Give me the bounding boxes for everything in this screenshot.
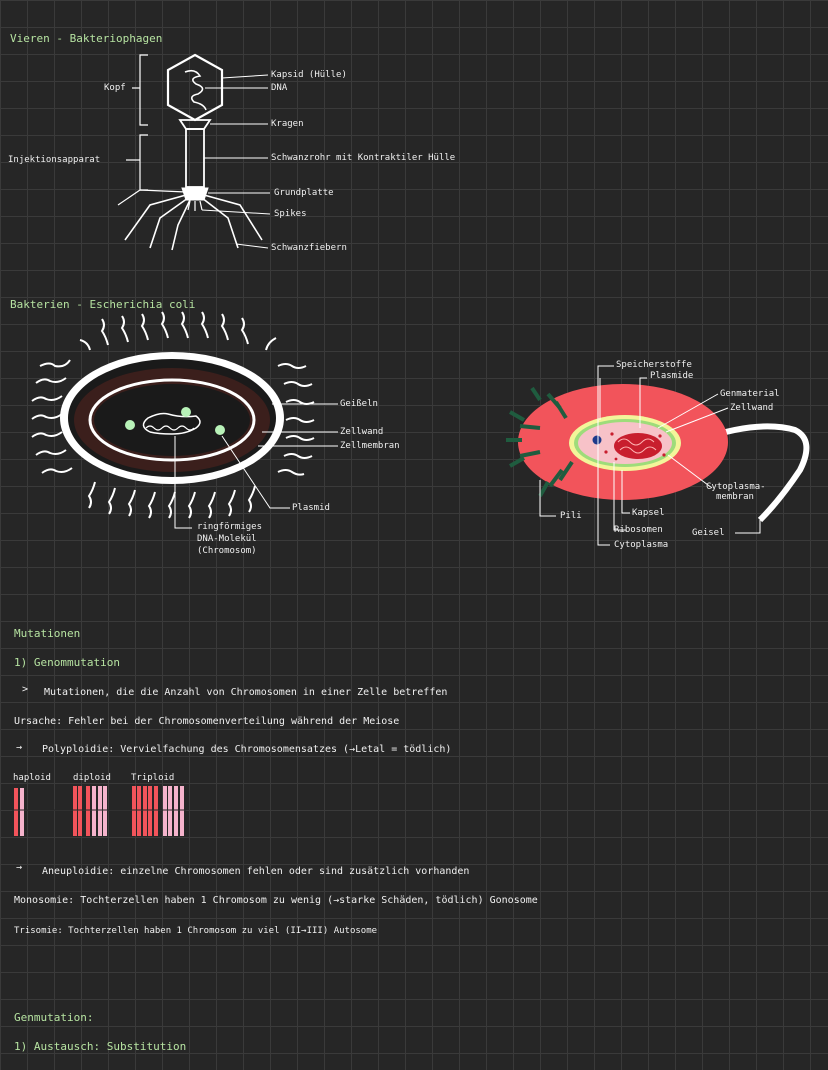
chromosome-bar (14, 788, 18, 836)
subheading-genommutation: 1) Genommutation (14, 656, 120, 669)
label-chromosom-1: ringförmiges (197, 522, 263, 532)
ecoli-diagram (31, 311, 338, 529)
label-dna: DNA (271, 83, 288, 93)
label-chromosom-3: (Chromosom) (197, 546, 257, 556)
ecoli-colored-diagram (506, 365, 810, 546)
chromosome-bar (73, 786, 77, 836)
label-genmaterial: Genmaterial (720, 389, 780, 399)
label-cytoplasma: Cytoplasma (614, 540, 669, 550)
text-polyploidie: Polyploidie: Vervielfachung des Chromoso… (42, 744, 452, 755)
label-geisel: Geisel (692, 528, 725, 538)
text-trisomie: Trisomie: Tochterzellen haben 1 Chromoso… (14, 926, 378, 936)
chromosome-bar (148, 786, 152, 836)
chromosome-bar (20, 788, 24, 836)
section-title-genmutation: Genmutation: (14, 1011, 94, 1024)
label-pili: Pili (560, 511, 582, 521)
label-cytoplasmamembran-2: membran (716, 492, 754, 502)
label-schwanzrohr: Schwanzrohr mit Kontraktiler Hülle (271, 153, 456, 163)
text-monosomie: Monosomie: Tochterzellen haben 1 Chromos… (14, 895, 538, 906)
label-speicherstoffe: Speicherstoffe (616, 360, 692, 370)
section-title-bakterien: Bakterien - Escherichia coli (10, 298, 196, 311)
chromosome-bar (132, 786, 136, 836)
text-ursache: Ursache: Fehler bei der Chromosomenverte… (14, 716, 400, 727)
label-kapsel: Kapsel (632, 508, 665, 518)
label-plasmide: Plasmide (650, 371, 694, 381)
label-spikes: Spikes (274, 209, 307, 219)
chromosome-bar (143, 786, 147, 836)
chromosome-bar (103, 786, 107, 836)
label-kopf: Kopf (104, 83, 126, 93)
bullet-marker: > (22, 684, 29, 695)
chromosome-bar (154, 786, 158, 836)
section-title-viren: Vieren - Bakteriophagen (10, 32, 163, 45)
text-definition: Mutationen, die die Anzahl von Chromosom… (44, 687, 448, 698)
section-title-mutationen: Mutationen (14, 627, 81, 640)
label-chromosom-2: DNA-Molekül (197, 534, 257, 544)
subheading-austausch: 1) Austausch: Substitution (14, 1040, 187, 1053)
label-cytoplasmamembran-1: Cytoplasma- (706, 482, 766, 492)
chromosome-bar (92, 786, 96, 836)
chromosome-bar (174, 786, 178, 836)
label-geisseln: Geißeln (340, 399, 378, 409)
label-zellwand-2: Zellwand (730, 403, 774, 413)
label-ribosomen: Ribosomen (614, 525, 663, 535)
label-diploid: diploid (73, 773, 111, 783)
arrow-icon: → (16, 862, 23, 873)
label-zellmembran: Zellmembran (340, 441, 400, 451)
chromosome-bar (98, 786, 102, 836)
chromosome-bar (163, 786, 167, 836)
chromosome-bar (168, 786, 172, 836)
label-kapsid: Kapsid (Hülle) (271, 70, 347, 80)
chromosome-bar (86, 786, 90, 836)
chromosome-set-diagram (12, 786, 186, 836)
label-zellwand: Zellwand (340, 427, 384, 437)
bacteriophage-diagram (117, 53, 271, 251)
chromosome-bar (137, 786, 141, 836)
text-aneuploidie: Aneuploidie: einzelne Chromosomen fehlen… (42, 866, 470, 877)
label-kragen: Kragen (271, 119, 304, 129)
label-schwanzfiebern: Schwanzfiebern (271, 243, 347, 253)
arrow-icon: → (16, 742, 23, 753)
chromosome-bar (78, 786, 82, 836)
label-grundplatte: Grundplatte (274, 188, 334, 198)
label-plasmid: Plasmid (292, 503, 330, 513)
chromosome-bar (180, 786, 184, 836)
label-triploid: Triploid (131, 773, 175, 783)
label-haploid: haploid (13, 773, 51, 783)
label-injektionsapparat: Injektionsapparat (8, 155, 101, 165)
